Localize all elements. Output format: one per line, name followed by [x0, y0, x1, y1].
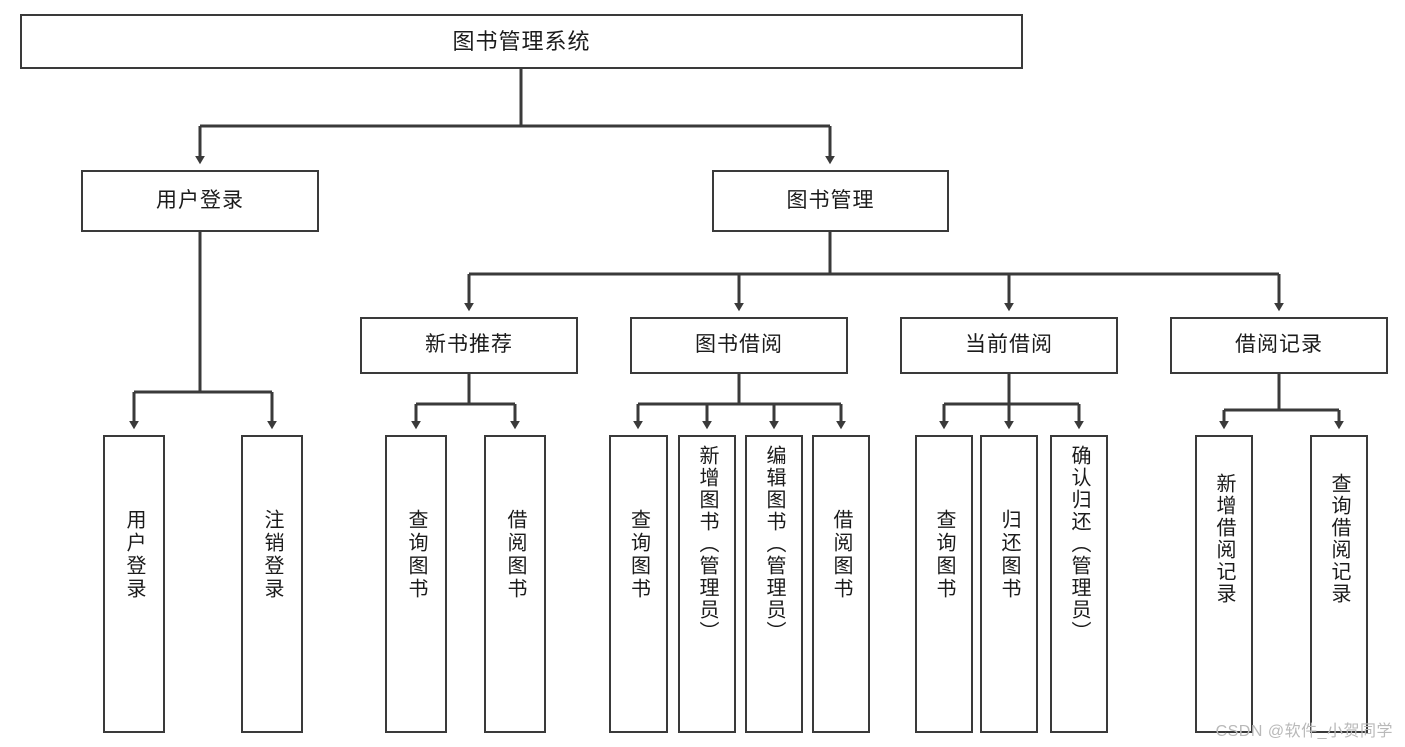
node-leaf-currentborrow-confirm[interactable]: 确认归还（管理员）: [1050, 435, 1108, 733]
node-label: 查询图书: [933, 509, 955, 601]
node-label: 借阅记录: [1235, 333, 1323, 357]
watermark: CSDN @软件_小贺同学: [1215, 723, 1393, 740]
node-label: 归还图书: [998, 509, 1020, 601]
node-label: 查询借阅记录: [1328, 473, 1350, 605]
node-current-borrow[interactable]: 当前借阅: [900, 317, 1118, 374]
node-label: 注销登录: [261, 509, 283, 601]
node-label: 图书借阅: [695, 333, 783, 357]
node-label: 新增图书（管理员）: [696, 445, 718, 643]
edge-newbook-to-leaves: [411, 374, 520, 430]
node-label: 新增借阅记录: [1213, 473, 1235, 605]
edge-userlogin-to-leaves: [129, 232, 277, 430]
node-leaf-bookborrow-query[interactable]: 查询图书: [609, 435, 668, 733]
node-leaf-user-logout[interactable]: 注销登录: [241, 435, 303, 733]
node-leaf-currentborrow-query[interactable]: 查询图书: [915, 435, 973, 733]
edge-root-to-level2: [195, 69, 835, 165]
node-book-manage[interactable]: 图书管理: [712, 170, 949, 232]
node-borrow-record[interactable]: 借阅记录: [1170, 317, 1388, 374]
node-leaf-bookborrow-borrow[interactable]: 借阅图书: [812, 435, 870, 733]
node-label: 确认归还（管理员）: [1068, 445, 1090, 643]
node-leaf-borrowrecord-add[interactable]: 新增借阅记录: [1195, 435, 1253, 733]
node-leaf-borrowrecord-query[interactable]: 查询借阅记录: [1310, 435, 1368, 733]
edge-bookmanage-to-level3: [464, 232, 1284, 312]
node-user-login[interactable]: 用户登录: [81, 170, 319, 232]
edge-borrowrecord-to-leaves: [1219, 374, 1344, 430]
node-label: 借阅图书: [830, 509, 852, 601]
edge-bookborrow-to-leaves: [633, 374, 846, 430]
node-label: 用户登录: [123, 509, 145, 601]
node-leaf-newbook-borrow[interactable]: 借阅图书: [484, 435, 546, 733]
node-label: 当前借阅: [965, 333, 1053, 357]
node-leaf-user-login[interactable]: 用户登录: [103, 435, 165, 733]
node-label: 借阅图书: [504, 509, 526, 601]
node-label: 查询图书: [627, 509, 650, 601]
edge-currentborrow-to-leaves: [939, 374, 1084, 430]
node-new-book-recommend[interactable]: 新书推荐: [360, 317, 578, 374]
node-leaf-newbook-query[interactable]: 查询图书: [385, 435, 447, 733]
node-label: 图书管理系统: [452, 28, 591, 54]
node-label: 图书管理: [786, 188, 875, 212]
node-label: 新书推荐: [425, 333, 513, 357]
node-leaf-bookborrow-edit[interactable]: 编辑图书（管理员）: [745, 435, 803, 733]
node-leaf-bookborrow-add[interactable]: 新增图书（管理员）: [678, 435, 736, 733]
node-label: 查询图书: [405, 509, 427, 601]
node-root-system[interactable]: 图书管理系统: [20, 14, 1023, 69]
node-book-borrow[interactable]: 图书借阅: [630, 317, 848, 374]
node-leaf-currentborrow-return[interactable]: 归还图书: [980, 435, 1038, 733]
node-label: 用户登录: [156, 188, 244, 212]
node-label: 编辑图书（管理员）: [763, 445, 785, 643]
